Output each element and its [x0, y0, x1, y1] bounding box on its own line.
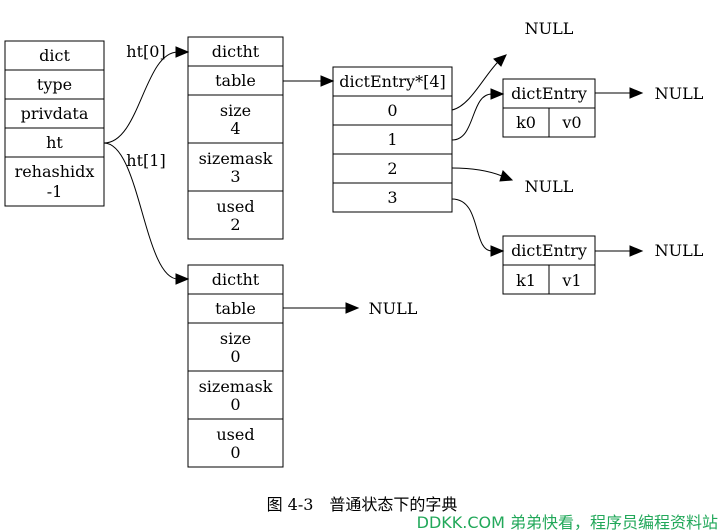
dictht-0-used-label: used: [216, 197, 254, 216]
dict-entry-k1-key-cell: [502, 264, 550, 295]
dictht-1-sizemask-label: sizemask: [199, 377, 273, 396]
arrowhead-table-to-entry-array: [320, 75, 335, 87]
dictht-1-used-value: 0: [230, 443, 240, 462]
dictht-0-used-value: 2: [230, 215, 240, 234]
dictht-0-sizemask-value: 3: [230, 167, 240, 186]
edge-slot-3-to-entry-k1: [451, 198, 493, 252]
dictht-0-size-cell: [187, 94, 284, 144]
dictht-0-title: dictht: [212, 42, 260, 61]
dictht-0-size-label: size: [220, 101, 251, 120]
entry-array-slot-0: 0: [387, 101, 397, 120]
arrowhead-entry-k1-to-null: [629, 245, 644, 257]
edge-label-ht0: ht[0]: [126, 42, 165, 61]
null-label-dictht-1-table: NULL: [369, 299, 418, 318]
dict-entry-k0-value-cell: [548, 107, 596, 138]
dict-rehashidx-label: rehashidx: [15, 162, 95, 181]
dict-type-cell: [4, 69, 105, 100]
dict-title: dict: [39, 46, 70, 65]
arrowhead-slot-1-to-entry-k0: [490, 88, 505, 100]
dict-ht-label: ht: [46, 133, 63, 152]
dict-entry-k0-title-cell: [502, 78, 596, 109]
dict-entry-k0-title: dictEntry: [511, 84, 587, 103]
dictht-1-node: dictht table size 0 sizemask 0 used 0: [187, 264, 284, 468]
dictht-1-size-label: size: [220, 329, 251, 348]
dict-node: dict type privdata ht rehashidx -1: [4, 40, 105, 207]
edges: [103, 46, 644, 314]
dict-type-label: type: [37, 75, 72, 94]
entry-array-slot-2-cell: [332, 153, 453, 184]
dict-entry-k1-value-cell: [548, 264, 596, 295]
dict-entry-k1-value: v1: [561, 271, 581, 290]
edge-slot-1-to-entry-k0: [451, 93, 493, 141]
dictht-0-node: dictht table size 4 sizemask 3 used 2: [187, 36, 284, 240]
dictht-1-used-cell: [187, 418, 284, 468]
entry-array-node: dictEntry*[4] 0 1 2 3: [332, 66, 453, 213]
arrowhead-ht-to-dictht-0: [175, 46, 190, 58]
dict-title-cell: [4, 40, 105, 71]
entry-array-slot-1-cell: [332, 124, 453, 155]
dict-entry-k0-key-cell: [502, 107, 550, 138]
dict-rehashidx-cell: [4, 156, 105, 207]
dictht-1-table-cell: [187, 293, 284, 324]
figure-caption: 图 4-3 普通状态下的字典: [267, 495, 458, 514]
dict-privdata-label: privdata: [21, 104, 89, 123]
dictht-1-size-value: 0: [230, 347, 240, 366]
watermark-text: DDKK.COM 弟弟快看，程序员编程资料站: [417, 513, 718, 532]
dict-entry-k0-key: k0: [516, 113, 536, 132]
entry-array-slot-0-cell: [332, 95, 453, 126]
dictht-1-sizemask-value: 0: [230, 395, 240, 414]
dictht-0-size-value: 4: [230, 119, 240, 138]
arrowhead-slot-0-to-null: [493, 54, 507, 67]
entry-array-slot-1: 1: [387, 130, 397, 149]
dictht-0-used-cell: [187, 190, 284, 240]
entry-array-slot-3-cell: [332, 182, 453, 213]
dict-entry-k1-key: k1: [516, 271, 536, 290]
edge-slot-0-to-null: [451, 61, 499, 111]
arrowhead-slot-2-to-null: [499, 170, 514, 182]
dictht-1-used-label: used: [216, 425, 254, 444]
arrowhead-entry-k0-to-null: [629, 87, 644, 99]
null-label-entry-k1-next: NULL: [655, 241, 704, 260]
entry-array-slot-2: 2: [387, 159, 397, 178]
null-label-entry-k0-next: NULL: [655, 84, 704, 103]
dict-entry-k0-node: dictEntry k0 v0: [502, 78, 596, 138]
dictht-0-sizemask-label: sizemask: [199, 149, 273, 168]
dict-entry-k1-node: dictEntry k1 v1: [502, 235, 596, 295]
entry-array-slot-3: 3: [387, 188, 397, 207]
dict-entry-k0-value: v0: [561, 113, 581, 132]
dictht-1-sizemask-cell: [187, 370, 284, 420]
dict-entry-k1-title: dictEntry: [511, 241, 587, 260]
dictht-1-title-cell: [187, 264, 284, 295]
arrowhead-slot-3-to-entry-k1: [490, 245, 505, 257]
edge-ht-to-dictht-1: [103, 142, 179, 280]
arrowhead-ht-to-dictht-1: [175, 273, 190, 285]
edge-ht-to-dictht-0: [103, 51, 179, 144]
dictht-0-table-label: table: [215, 71, 256, 90]
dictht-1-table-label: table: [215, 299, 256, 318]
null-label-slot-0: NULL: [525, 19, 574, 38]
null-label-slot-2: NULL: [525, 177, 574, 196]
edge-slot-2-to-null: [451, 167, 503, 177]
entry-array-title: dictEntry*[4]: [339, 72, 446, 91]
edge-label-ht1: ht[1]: [126, 151, 165, 170]
dictht-1-title: dictht: [212, 270, 260, 289]
arrowhead-dictht-1-table-to-null: [345, 302, 360, 314]
dict-rehashidx-value: -1: [47, 182, 63, 201]
